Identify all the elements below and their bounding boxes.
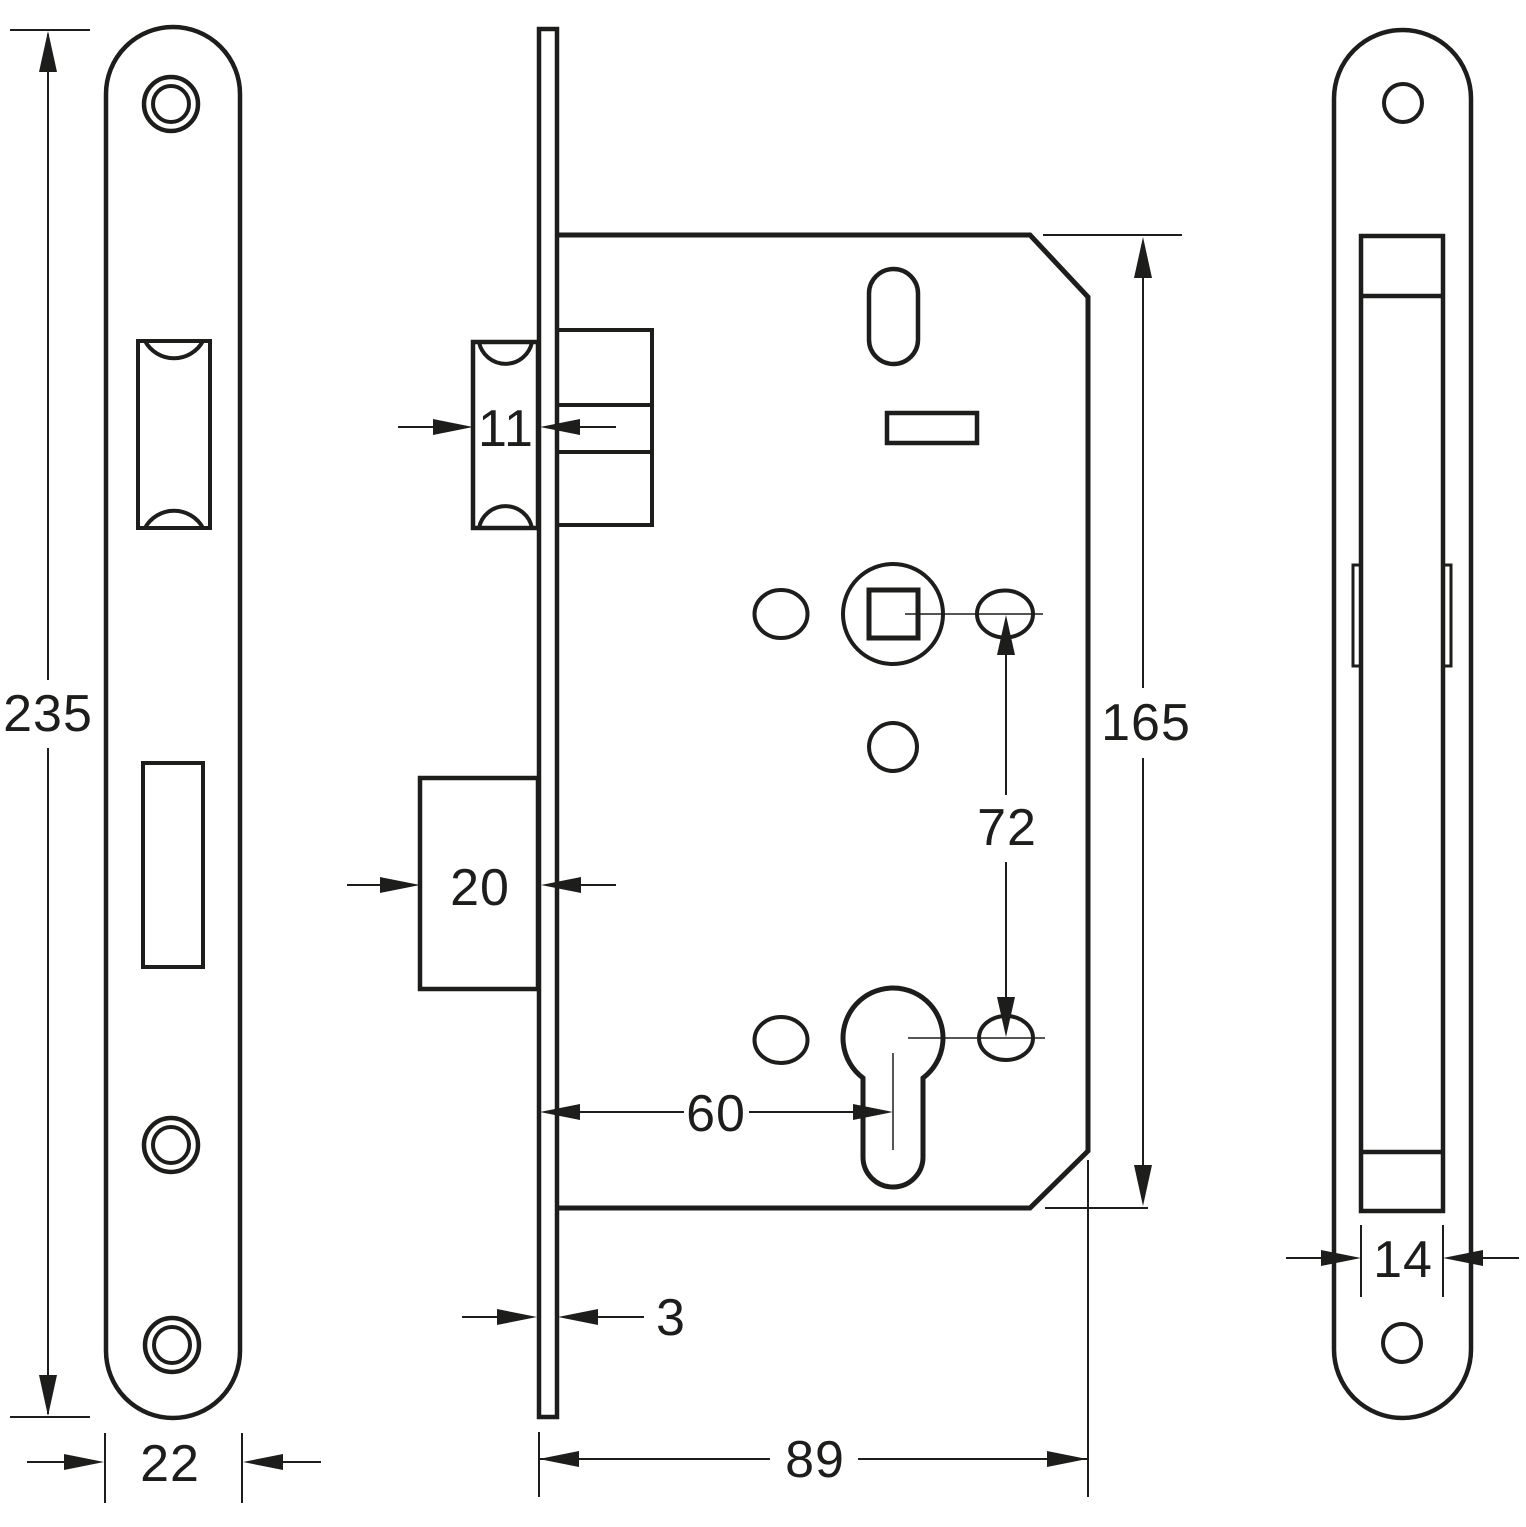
screw-hole-mid-inner [151,1125,191,1165]
rear-faceplate-view [1331,27,1474,1421]
screw-hole-top-outer [141,74,201,134]
dim-235-arrow-down [39,1375,57,1416]
lock-case-outline [557,232,1091,1211]
dim-72-arrow-up [997,615,1015,655]
side-tab-right [1441,563,1453,668]
latch-cutout-top-arc [143,339,205,361]
dim-165-label: 165 [1101,694,1191,752]
dimension-latch-projection: 11 [398,400,616,458]
stop-rectangle [884,410,980,446]
dim-3-label: 3 [656,1289,686,1347]
latch-cutout [136,339,212,530]
dim-3-arrow-left [497,1309,537,1325]
dimension-faceplate-height: 235 [3,29,93,1418]
side-tab-left [1351,563,1363,668]
dim-60-label: 60 [686,1085,746,1143]
faceplate-edge [536,26,560,1420]
dim-3-arrow-right [558,1309,598,1325]
dim-235-label: 235 [3,685,93,743]
rear-faceplate-outline [1331,27,1474,1421]
dim-60-arrow-right [853,1104,893,1120]
dim-235-arrow-up [39,31,57,72]
dim-60-arrow-left [540,1104,580,1120]
rear-screw-hole-top [1382,82,1424,124]
dim-89-arrow-left [539,1451,579,1467]
rear-screw-hole-bottom [1381,1322,1423,1364]
dimension-backset: 60 [540,1085,893,1143]
dim-20-arrow-right [541,877,581,893]
dimension-deadbolt-projection: 20 [347,859,616,917]
dim-11-label: 11 [478,400,534,458]
dim-20-arrow-left [380,877,420,893]
lock-case-side-view [417,26,1091,1420]
latch-bolt-bottom-arc [477,504,534,529]
dimension-handle-to-cylinder: 72 [977,615,1037,1037]
dimension-case-height: 165 [1043,234,1191,1209]
case-channel [1358,233,1446,1214]
dim-20-label: 20 [450,859,510,917]
latch-bolt-top-arc [477,341,534,366]
dimension-channel-width: 14 [1286,1225,1519,1297]
dim-14-arrow-right [1443,1250,1483,1266]
screw-hole-top-inner [151,84,191,124]
deadbolt [417,775,541,992]
fixing-hole-left-lower [752,1015,810,1065]
latch-cutout-bottom-arc [143,508,205,530]
dim-22-arrow-left [64,1454,104,1470]
fixing-hole-left [752,588,810,640]
dim-22-label: 22 [140,1435,200,1493]
dimension-case-depth: 89 [538,1160,1089,1497]
dim-22-arrow-right [243,1454,283,1470]
dimension-faceplate-thickness: 3 [462,1289,686,1347]
screw-hole-mid-outer [141,1115,201,1175]
dim-89-arrow-right [1047,1451,1087,1467]
oval-slot [866,266,921,367]
dim-165-arrow-down [1134,1165,1152,1206]
latch-bolt [470,339,541,531]
small-hole-center [867,721,919,773]
dim-89-label: 89 [785,1431,845,1489]
dim-11-arrow-right [540,419,580,435]
screw-hole-bottom-outer [142,1315,202,1375]
euro-cylinder-hole [840,985,946,1190]
deadbolt-cutout [141,761,205,969]
dim-72-label: 72 [977,799,1037,857]
screw-hole-bottom-inner [152,1325,192,1365]
dim-11-arrow-left [433,419,473,435]
dim-14-label: 14 [1373,1231,1433,1289]
dim-165-arrow-up [1134,237,1152,278]
dim-14-arrow-left [1321,1250,1361,1266]
front-faceplate-view [103,24,243,1421]
dimension-faceplate-width: 22 [27,1433,321,1503]
front-faceplate-outline [103,24,243,1421]
dim-72-arrow-down [997,997,1015,1037]
